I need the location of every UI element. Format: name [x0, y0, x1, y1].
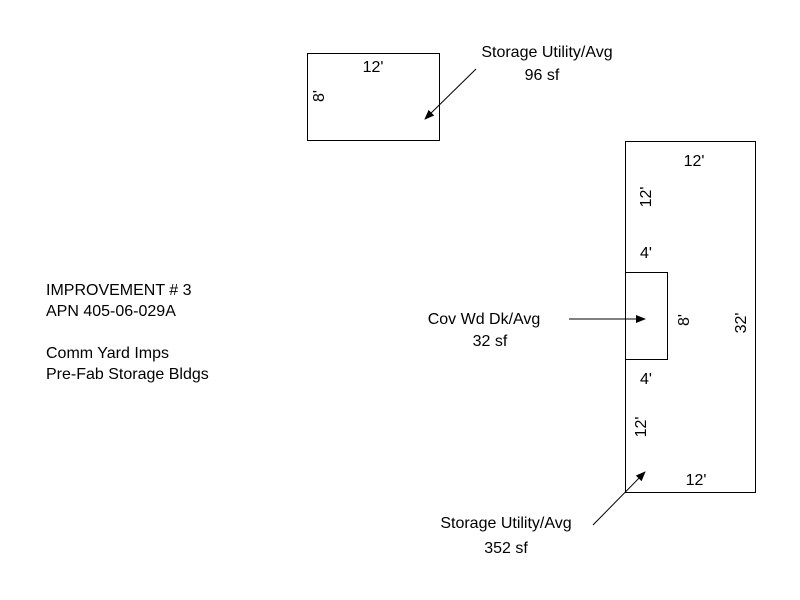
covered-deck-bottom-width-label: 4'	[640, 371, 652, 388]
improvement-title: IMPROVEMENT # 3	[46, 282, 192, 299]
small-building-width-label: 12'	[363, 59, 384, 76]
large-building-lower-length-label: 12'	[633, 417, 650, 438]
large-building-bottom-width-label: 12'	[686, 472, 707, 489]
large-building-total-length-label: 32'	[733, 313, 750, 334]
large-building-name-label: Storage Utility/Avg	[440, 515, 571, 532]
small-building-area-label: 96 sf	[525, 67, 560, 84]
small-building-outline	[307, 53, 440, 141]
improvement-info-block: IMPROVEMENT # 3 APN 405-06-029A Comm Yar…	[46, 280, 209, 385]
large-building-leader-arrow	[592, 471, 646, 526]
covered-deck-name-label: Cov Wd Dk/Avg	[428, 311, 541, 328]
covered-deck-area-label: 32 sf	[473, 333, 508, 350]
improvement-description-line-1: Comm Yard Imps	[46, 345, 169, 362]
small-building-depth-label: 8'	[311, 90, 328, 102]
improvement-description-line-2: Pre-Fab Storage Bldgs	[46, 366, 209, 383]
info-spacer	[46, 322, 209, 343]
large-building-upper-length-label: 12'	[638, 187, 655, 208]
small-building-leader-arrow	[424, 68, 477, 120]
large-building-top-width-label: 12'	[684, 153, 705, 170]
large-building-area-label: 352 sf	[484, 540, 528, 557]
covered-deck-outline	[625, 272, 668, 360]
small-building-name-label: Storage Utility/Avg	[481, 44, 612, 61]
covered-deck-top-width-label: 4'	[640, 245, 652, 262]
improvement-apn: APN 405-06-029A	[46, 303, 176, 320]
covered-deck-depth-label: 8'	[676, 314, 693, 326]
